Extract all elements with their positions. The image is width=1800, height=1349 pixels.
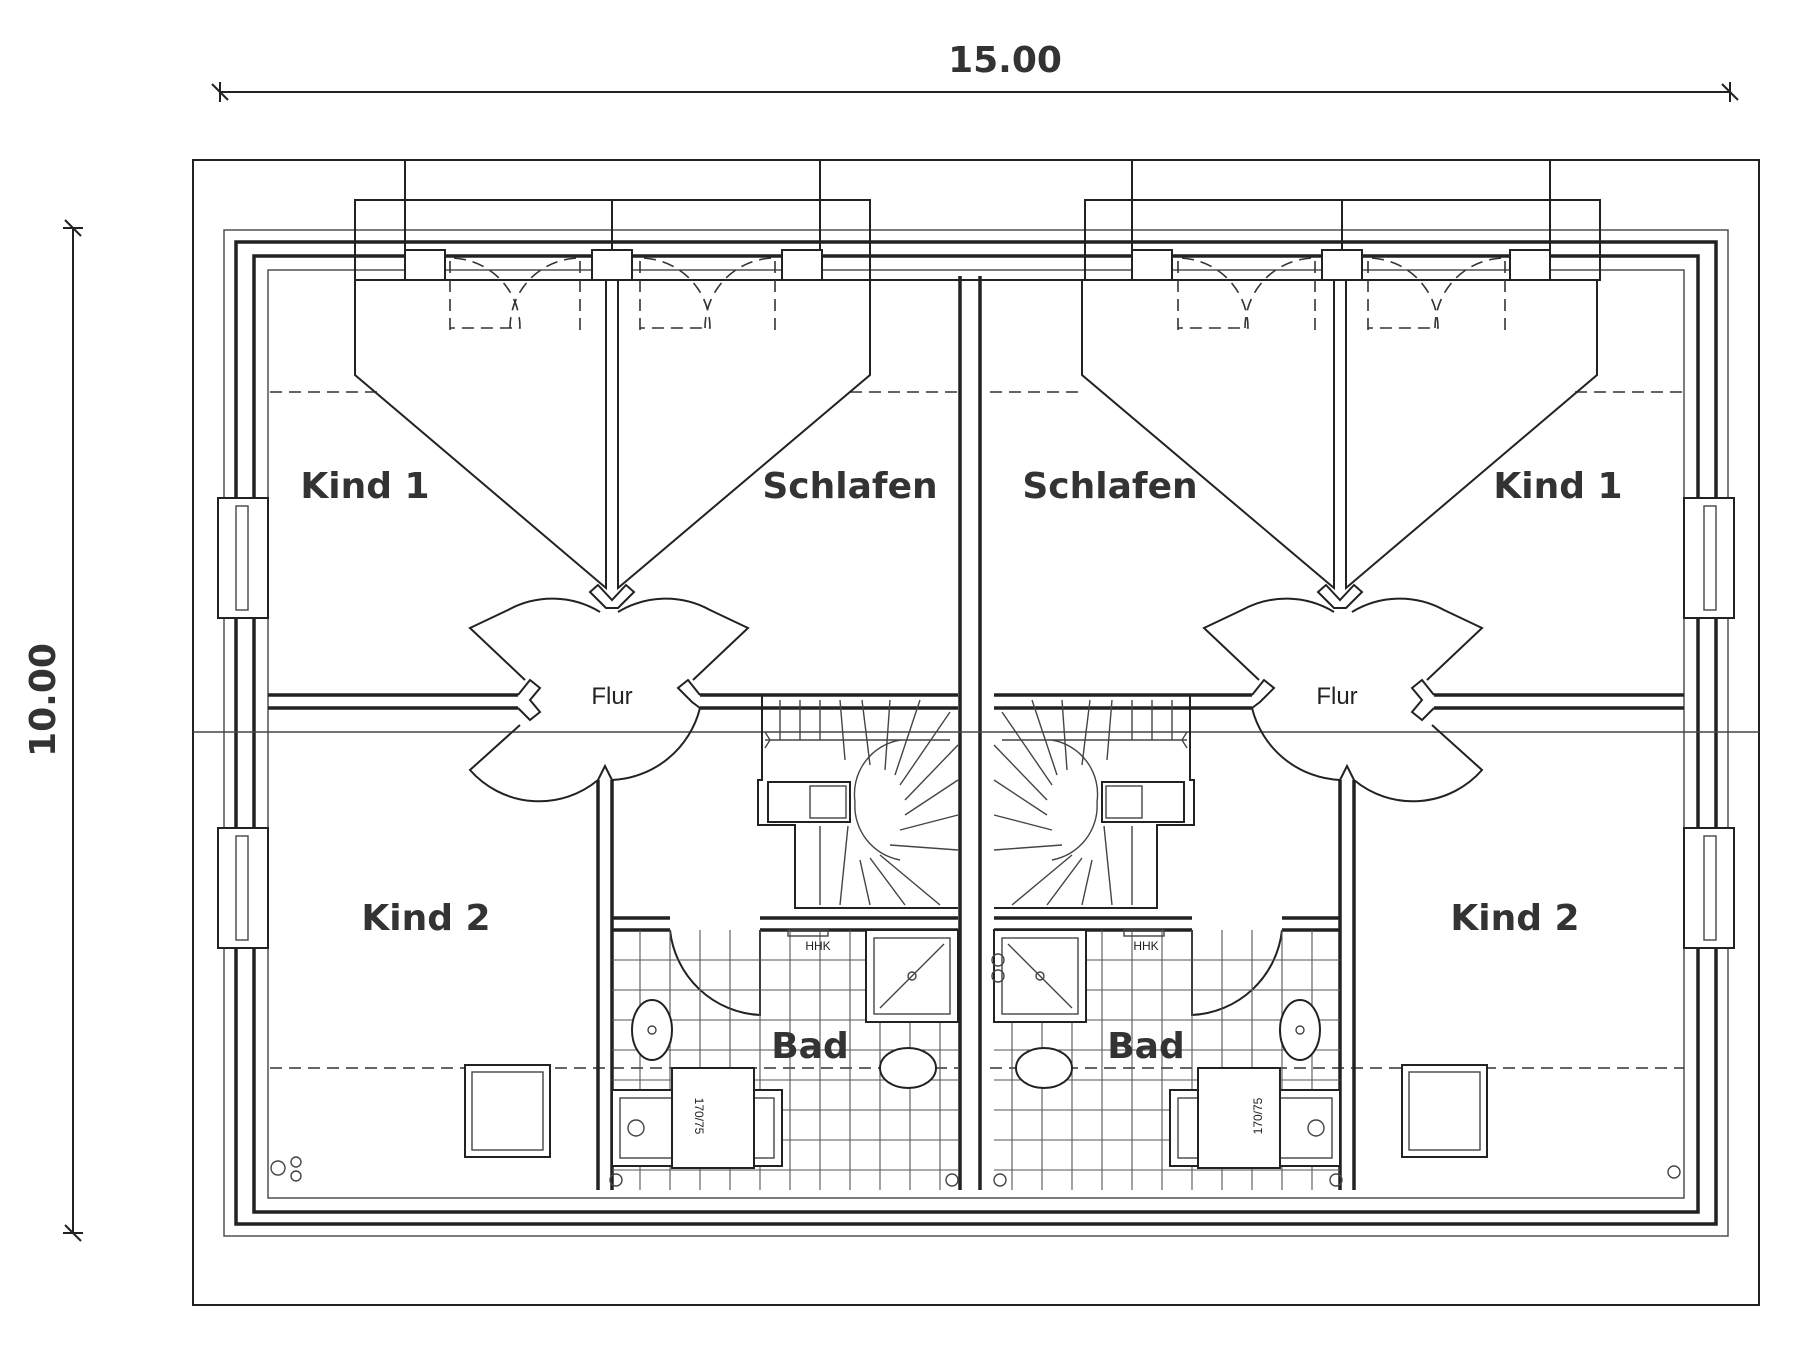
room-label-bad-right: Bad — [1107, 1026, 1185, 1067]
dormer-windows — [449, 257, 1506, 330]
height-dimension-label: 10.00 — [23, 643, 64, 757]
room-label-kind1-right: Kind 1 — [1493, 466, 1622, 507]
room-label-schlafen-right: Schlafen — [1022, 466, 1197, 507]
room-labels: Kind 1 Schlafen Flur Kind 2 Bad Schlafen… — [300, 466, 1622, 1135]
room-label-flur-right: Flur — [1316, 683, 1357, 710]
bathtub-label-left: 170/75 — [692, 1098, 706, 1135]
bathroom-fixtures-left — [609, 929, 959, 1187]
staircase-left — [757, 695, 959, 909]
staircase-right — [993, 695, 1195, 909]
room-label-kind1-left: Kind 1 — [300, 466, 429, 507]
bathroom-fixtures-right — [993, 929, 1343, 1187]
dimension-width: 15.00 — [211, 40, 1739, 102]
heater-label-right: HHK — [1133, 939, 1158, 953]
room-label-flur-left: Flur — [591, 683, 632, 710]
dormers — [223, 159, 1759, 281]
room-label-bad-left: Bad — [771, 1026, 849, 1067]
heater-label-left: HHK — [805, 939, 830, 953]
side-windows — [217, 497, 1735, 949]
dimension-height: 10.00 — [23, 219, 83, 1242]
kneewall-lines — [270, 391, 1684, 1069]
room-label-schlafen-left: Schlafen — [762, 466, 937, 507]
room-label-kind2-right: Kind 2 — [1450, 898, 1579, 939]
interior-walls-left — [268, 280, 958, 1190]
outer-walls — [192, 159, 1760, 1306]
interior-walls-right — [994, 280, 1684, 1190]
chimneys — [270, 953, 1681, 1182]
bathtub-label-right: 170/75 — [1251, 1097, 1265, 1134]
width-dimension-label: 15.00 — [948, 40, 1062, 81]
room-label-kind2-left: Kind 2 — [361, 898, 490, 939]
stair-treads-left — [779, 699, 959, 906]
